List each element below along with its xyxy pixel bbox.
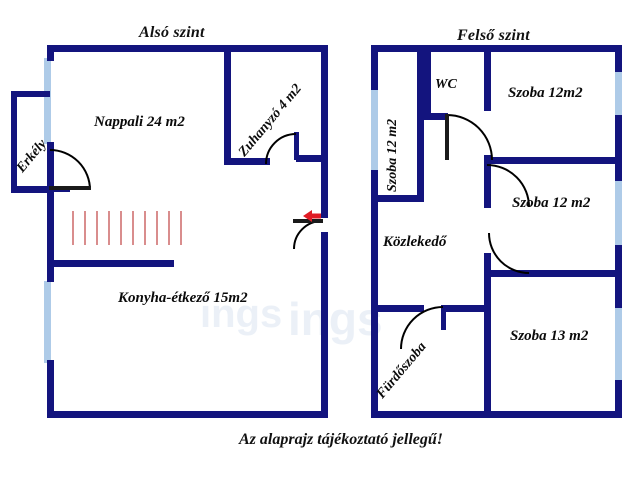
- wall-lower-bottom: [47, 411, 328, 418]
- door-bathroom-arc: [400, 306, 444, 350]
- window-upper-left: [371, 88, 378, 172]
- wall-lower-shower-bottom-left: [224, 158, 270, 165]
- wall-upper-top: [371, 45, 622, 52]
- wall-upper-room2-bottom: [484, 270, 622, 277]
- window-upper-right-a: [615, 70, 622, 118]
- wall-upper-left-b: [371, 170, 378, 418]
- room-label-szoba-13: Szoba 13 m2: [510, 328, 589, 344]
- window-left-lower: [44, 281, 51, 363]
- wall-upper-right-d: [615, 380, 622, 418]
- stairs-hatching: [72, 211, 182, 245]
- wall-lower-right-a: [321, 45, 328, 218]
- wall-upper-right-a: [615, 45, 622, 72]
- floor-title-upper: Felső szint: [457, 27, 530, 44]
- door-balcony-leaf: [49, 186, 91, 190]
- wall-upper-bottom: [371, 411, 622, 418]
- door-balcony-arc: [49, 149, 91, 191]
- wall-lower-left-b: [47, 142, 54, 192]
- wall-lower-right-b: [321, 232, 328, 418]
- wall-upper-wc-bottom: [424, 113, 448, 120]
- window-left-upper: [44, 58, 51, 144]
- room-label-konyha-etkezo: Konyha-étkező 15m2: [118, 290, 248, 306]
- wall-lower-left-d: [47, 360, 54, 418]
- wall-upper-right-b: [615, 115, 622, 181]
- door-room2-arc: [486, 164, 530, 208]
- entrance-arrow-icon: [303, 210, 321, 222]
- wall-upper-room1-bottom: [484, 157, 622, 164]
- watermark-secondary: ings: [200, 292, 283, 336]
- wall-lower-div-vertical: [224, 45, 231, 165]
- wall-lower-living-kitchen: [47, 260, 174, 267]
- wall-lower-left-c: [47, 190, 54, 282]
- door-room3-arc: [488, 232, 530, 274]
- wall-lower-shower-bottom-right: [296, 155, 328, 162]
- wall-upper-bath-top-right: [444, 305, 491, 312]
- wall-upper-bath-top-left: [371, 305, 424, 312]
- room-label-kozlekedo: Közlekedő: [383, 234, 447, 250]
- wall-upper-left-a: [371, 45, 378, 90]
- window-upper-right-b: [615, 177, 622, 249]
- room-label-nappali: Nappali 24 m2: [94, 114, 185, 130]
- door-entrance-arc: [293, 220, 323, 250]
- watermark: ings: [288, 293, 383, 345]
- door-wc-arc: [446, 114, 493, 161]
- floor-title-lower: Alsó szint: [139, 24, 205, 41]
- disclaimer-caption: Az alaprajz tájékoztató jellegű!: [239, 431, 444, 448]
- window-upper-right-c: [615, 305, 622, 383]
- balcony-step: [14, 186, 70, 192]
- wall-upper-bed-left-bottom: [371, 195, 424, 202]
- wall-upper-corridor-right-c: [484, 164, 491, 208]
- wall-lower-left-a: [47, 45, 54, 61]
- wall-upper-corridor-right-a: [484, 45, 491, 111]
- wall-lower-top: [47, 45, 328, 52]
- room-label-szoba-12c: Szoba 12 m2: [512, 195, 591, 211]
- wall-upper-corridor-right-d: [484, 253, 491, 273]
- room-label-wc: WC: [435, 77, 457, 92]
- room-label-szoba-12a: Szoba 12 m2: [385, 118, 400, 192]
- wall-lower-shower-door-jamb: [294, 132, 299, 160]
- door-wc-leaf: [445, 114, 449, 160]
- wall-upper-corridor-right-e: [484, 277, 491, 418]
- wall-upper-bath-door-jamb: [441, 305, 446, 330]
- wall-upper-bed-left-right: [417, 45, 424, 201]
- door-shower-arc: [265, 133, 297, 165]
- wall-upper-wc-left: [424, 45, 431, 118]
- room-label-szoba-12b: Szoba 12m2: [508, 85, 583, 101]
- door-entrance-leaf: [293, 219, 323, 223]
